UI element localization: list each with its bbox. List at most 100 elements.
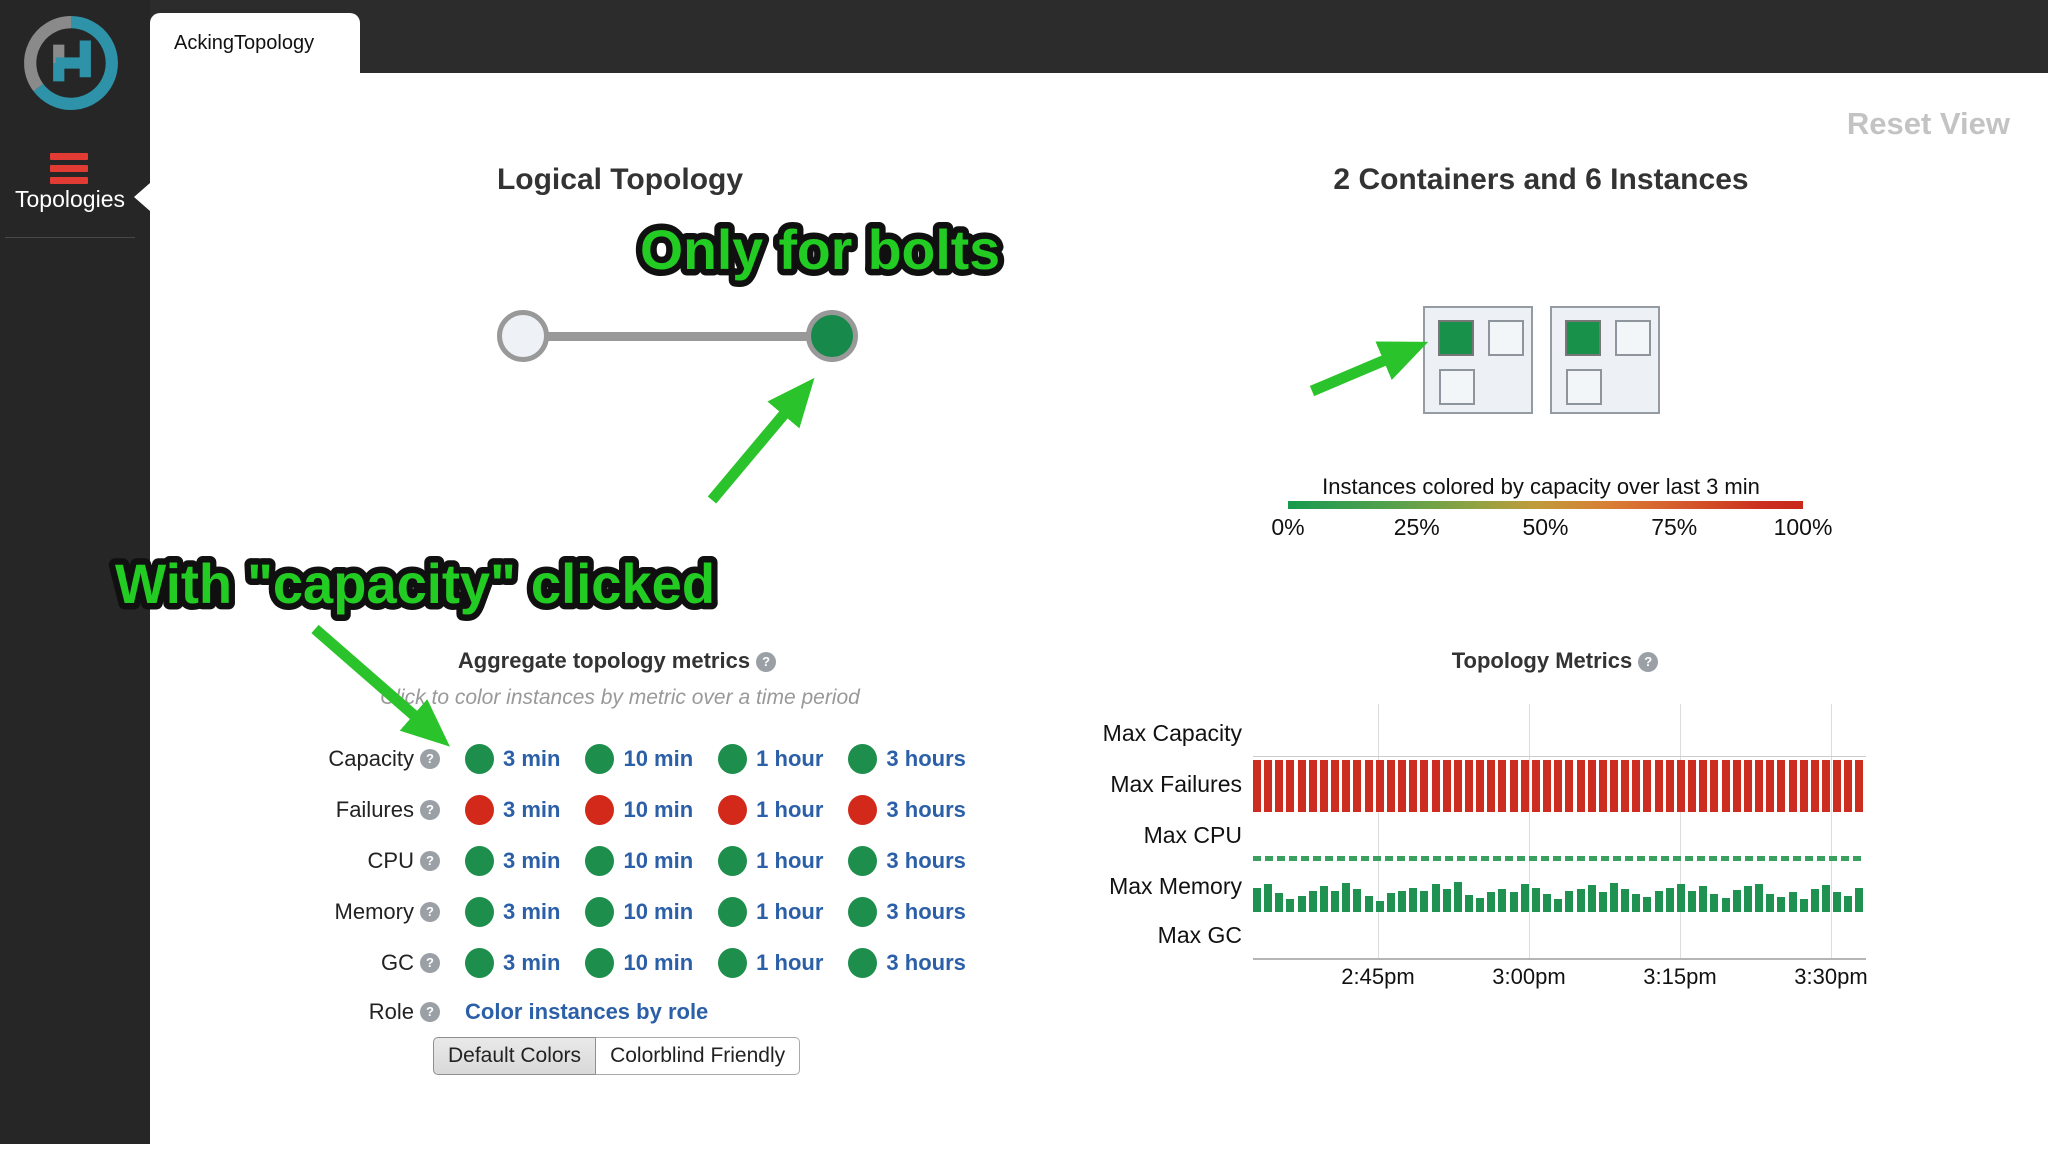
period-link-gc-1hour[interactable]: 1 hour — [718, 947, 824, 978]
period-label: 3 hours — [886, 745, 966, 771]
tab-acking-topology[interactable]: AckingTopology — [150, 13, 360, 73]
colorblind-friendly-button[interactable]: Colorblind Friendly — [596, 1037, 801, 1075]
help-icon[interactable]: ? — [420, 748, 440, 769]
x-tick-label: 3:00pm — [1492, 964, 1566, 989]
memory-bar — [1453, 882, 1462, 912]
period-label: 1 hour — [756, 847, 824, 873]
period-link-memory-1hour[interactable]: 1 hour — [718, 896, 823, 927]
memory-bar — [1755, 884, 1764, 912]
period-link-memory-3min[interactable]: 3 min — [465, 896, 561, 927]
period-label: 3 hours — [886, 949, 966, 975]
failure-bar — [1788, 760, 1797, 812]
period-link-failures-10min[interactable]: 10 min — [585, 794, 693, 825]
memory-bar — [1386, 893, 1395, 912]
period-link-memory-3hours[interactable]: 3 hours — [848, 896, 966, 927]
period-label: 10 min — [623, 745, 694, 771]
failure-bar — [1297, 760, 1306, 812]
metric-label: Capacity? — [280, 746, 440, 772]
memory-bar — [1710, 894, 1719, 912]
default-colors-button[interactable]: Default Colors — [433, 1037, 597, 1075]
color-by-role-link[interactable]: Color instances by role — [465, 999, 709, 1024]
topologies-menu-icon[interactable] — [50, 153, 88, 184]
memory-bar — [1543, 894, 1552, 912]
metric-dot — [585, 845, 615, 876]
metric-label-text: CPU — [367, 847, 414, 873]
period-link-cpu-1hour[interactable]: 1 hour — [718, 845, 824, 876]
memory-bar — [1464, 895, 1473, 912]
help-icon[interactable]: ? — [420, 799, 440, 820]
instance-square-empty[interactable] — [1488, 320, 1524, 356]
period-link-capacity-3min[interactable]: 3 min — [465, 743, 560, 774]
failure-bar — [1699, 760, 1708, 812]
instance-square-empty[interactable] — [1615, 320, 1651, 356]
period-link-capacity-10min[interactable]: 10 min — [585, 743, 694, 774]
period-link-capacity-1hour[interactable]: 1 hour — [718, 743, 823, 774]
instance-square-empty[interactable] — [1566, 369, 1602, 405]
bolt-node[interactable] — [806, 310, 858, 362]
metric-dot — [465, 845, 494, 876]
metric-dot — [848, 845, 878, 876]
memory-bar — [1810, 889, 1819, 912]
instance-square-green[interactable] — [1438, 320, 1474, 356]
instance-square-green[interactable] — [1565, 320, 1601, 356]
reset-view-button[interactable]: Reset View — [1846, 106, 2010, 141]
help-icon[interactable]: ? — [1638, 652, 1659, 672]
spout-node[interactable] — [497, 310, 549, 362]
failures-band-topline — [1253, 756, 1866, 757]
period-link-capacity-3hours[interactable]: 3 hours — [848, 743, 966, 774]
instance-square-empty[interactable] — [1439, 369, 1475, 405]
memory-bar — [1264, 884, 1273, 912]
help-icon[interactable]: ? — [420, 952, 440, 973]
metric-dot — [465, 947, 494, 978]
period-link-gc-10min[interactable]: 10 min — [585, 947, 694, 978]
gridline — [1680, 704, 1681, 958]
period-link-cpu-3min[interactable]: 3 min — [465, 845, 561, 876]
metric-dot — [465, 794, 494, 825]
container-box — [1423, 306, 1533, 414]
failure-bar — [1342, 760, 1351, 812]
failure-bar — [1732, 760, 1741, 812]
period-label: 10 min — [623, 949, 694, 975]
period-label: 1 hour — [756, 949, 824, 975]
period-link-failures-3hours[interactable]: 3 hours — [848, 794, 966, 825]
period-label: 1 hour — [756, 796, 824, 822]
metric-dot — [585, 896, 615, 927]
period-link-cpu-3hours[interactable]: 3 hours — [848, 845, 966, 876]
period-link-gc-3hours[interactable]: 3 hours — [848, 947, 966, 978]
memory-bar — [1431, 884, 1440, 912]
help-icon[interactable]: ? — [420, 850, 440, 871]
help-icon[interactable]: ? — [420, 1002, 440, 1022]
metric-label-text: Failures — [335, 796, 414, 822]
period-link-gc-3min[interactable]: 3 min — [465, 947, 560, 978]
sidebar-item-topologies[interactable]: Topologies — [15, 186, 125, 212]
memory-bar — [1297, 896, 1306, 912]
color-scheme-toggle: Default Colors Colorblind Friendly — [433, 1037, 801, 1075]
memory-bar — [1342, 883, 1351, 912]
period-label: 3 min — [503, 847, 561, 873]
period-link-cpu-10min[interactable]: 10 min — [585, 845, 693, 876]
period-link-failures-3min[interactable]: 3 min — [465, 794, 560, 825]
scale-tick-label: 75% — [1651, 514, 1698, 540]
memory-bar — [1319, 886, 1328, 912]
help-icon[interactable]: ? — [756, 652, 777, 672]
capacity-scale-label: Instances colored by capacity over last … — [1322, 474, 1760, 499]
heron-logo-icon[interactable] — [22, 14, 120, 112]
metric-dot — [848, 947, 878, 978]
max-cpu-dashed-line — [1253, 856, 1864, 861]
metric-dot — [718, 947, 748, 978]
period-link-failures-1hour[interactable]: 1 hour — [718, 794, 824, 825]
memory-bar — [1833, 892, 1842, 912]
period-label: 3 min — [503, 898, 561, 924]
failure-bar — [1353, 760, 1362, 812]
help-icon[interactable]: ? — [420, 901, 440, 922]
metric-dot — [718, 743, 748, 774]
x-tick-label: 3:15pm — [1643, 964, 1717, 989]
scale-tick-label: 0% — [1271, 514, 1305, 540]
failure-bar — [1777, 760, 1786, 812]
failure-bar — [1643, 760, 1652, 812]
failure-bar — [1498, 760, 1507, 812]
memory-bar — [1364, 896, 1373, 912]
period-link-memory-10min[interactable]: 10 min — [585, 896, 693, 927]
annotation-text: Only for bolts — [640, 218, 1000, 281]
